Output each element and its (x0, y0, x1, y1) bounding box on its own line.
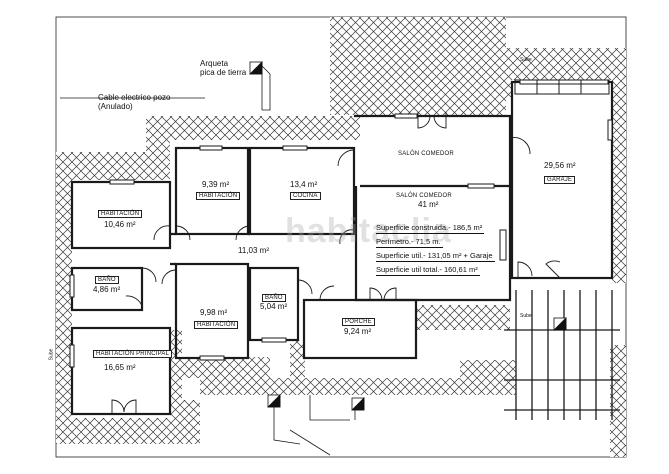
room-porche: PORCHE (342, 318, 375, 326)
room-cocina-area: 13,4 m² (290, 180, 318, 189)
room-salon-comedor-top: SALÓN COMEDOR (398, 151, 454, 157)
manhole-markers (249, 61, 567, 411)
room-bano-1: BAÑO (95, 276, 119, 284)
room-salon-area: 41 m² (418, 200, 439, 209)
sube-mark-top: Sube (520, 57, 532, 63)
spec-superficie-util-total: Superficie util total.- 160,61 m² (376, 265, 480, 276)
room-habitacion-3: HABITACIÓN (194, 321, 239, 329)
room-garaje: GARAJE (544, 176, 576, 184)
parking-grid (504, 290, 620, 420)
spec-superficie-util: Superficie util.- 131,05 m² + Garaje (376, 251, 495, 262)
hatched-terrain (56, 17, 626, 457)
room-bano-1-area: 4,86 m² (93, 285, 121, 294)
room-habitacion-principal-area: 16,65 m² (104, 363, 136, 372)
pica-tierra-label: pica de tierra (200, 68, 247, 77)
arqueta-label: Arqueta (200, 59, 229, 68)
room-habitacion-2-area: 10,46 m² (104, 220, 136, 229)
room-cocina: COCINA (290, 192, 321, 200)
cable-anulado-label: (Anulado) (98, 102, 133, 111)
garage-window-bays (514, 79, 610, 95)
room-habitacion-3-area: 9,98 m² (200, 308, 228, 317)
room-habitacion-1: HABITACIÓN (196, 192, 241, 200)
sube-mark-right: Sube (520, 313, 532, 319)
spec-superficie-construida: Superficie construida.- 186,5 m² (376, 223, 485, 234)
room-garaje-area: 29,56 m² (544, 161, 576, 170)
door-swings (111, 112, 561, 414)
room-pasillo-area: 11,03 m² (238, 246, 269, 255)
watermark: habitaclia (285, 212, 452, 250)
sube-mark-left: Sube (48, 348, 55, 361)
cable-label: Cable electrico pozo (98, 93, 171, 102)
room-habitacion-2: HABITACIÓN (98, 210, 143, 218)
room-bano-2: BAÑO (262, 294, 286, 302)
room-salon-comedor: SALÓN COMEDOR (396, 193, 452, 199)
windows (69, 79, 613, 368)
room-habitacion-1-area: 9,39 m² (202, 180, 230, 189)
room-porche-area: 9,24 m² (344, 327, 372, 336)
room-habitacion-principal: HABITACIÓN PRINCIPAL (93, 350, 173, 358)
spec-perimetro: Perímetro.- 71,5 m. (376, 237, 443, 248)
surface-specs: Superficie construida.- 186,5 m² Perímet… (376, 222, 495, 278)
room-bano-2-area: 5,04 m² (260, 302, 288, 311)
